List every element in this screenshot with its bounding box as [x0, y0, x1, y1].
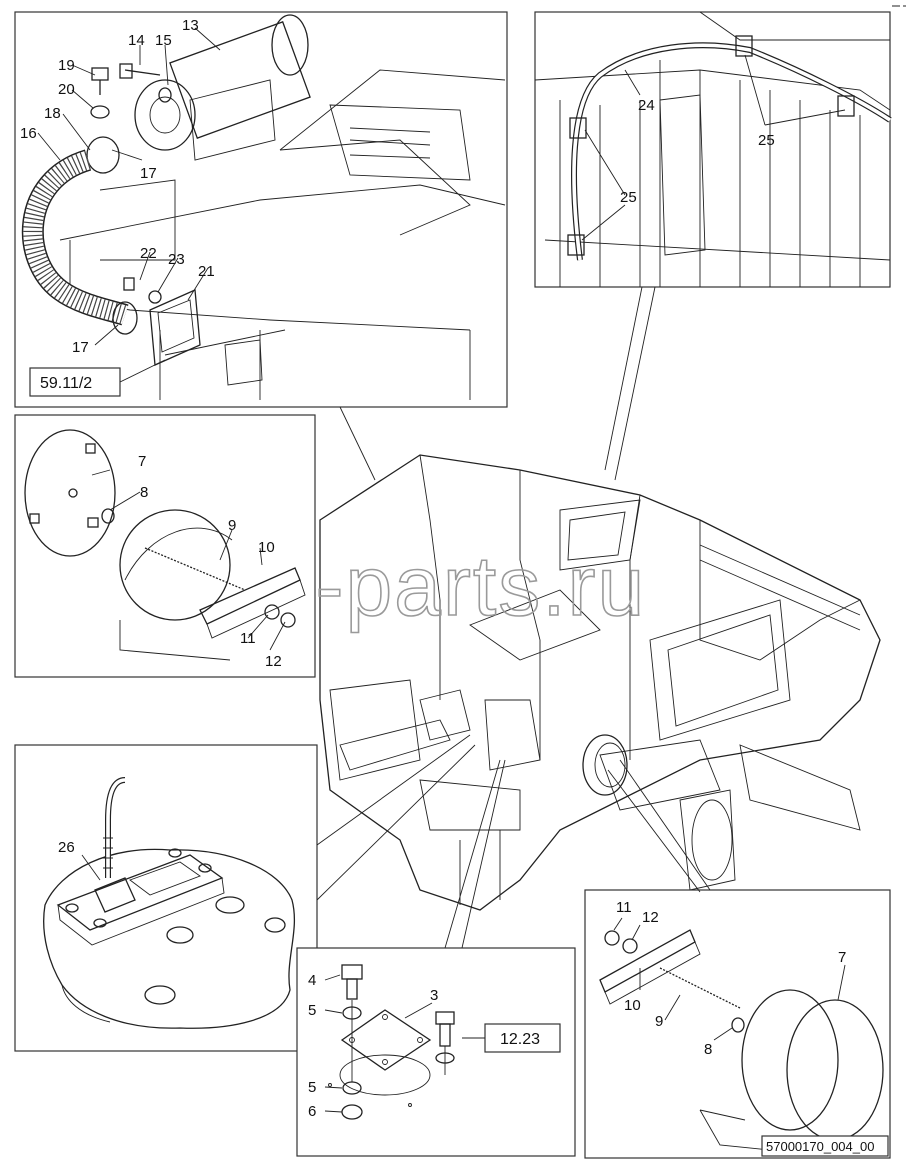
main-frame-assembly — [319, 454, 881, 911]
panel-mid-left: 7 8 9 10 11 12 — [14, 414, 316, 678]
callout-19: 19 — [58, 57, 75, 74]
callout-16: 16 — [20, 125, 37, 142]
drawing-code-box — [761, 1135, 889, 1157]
callout-9: 9 — [228, 517, 236, 534]
callout-7-right: 7 — [838, 949, 846, 966]
callout-25-left: 25 — [620, 189, 637, 206]
ref-box-12-23 — [484, 1023, 561, 1053]
callout-17-lower: 17 — [72, 339, 89, 356]
callout-25-right: 25 — [758, 132, 775, 149]
callout-20: 20 — [58, 81, 75, 98]
panel-bottom-center: 12.23 4 5 3 5 6 — [296, 947, 576, 1157]
callout-3: 3 — [430, 987, 438, 1004]
callout-12: 12 — [265, 653, 282, 670]
callout-22: 22 — [140, 245, 157, 262]
intake-hose — [21, 149, 129, 326]
drawing-code: 57000170_004_00 — [766, 1139, 874, 1154]
callout-9-right: 9 — [655, 1013, 663, 1030]
air-filter-housing — [134, 14, 311, 161]
callout-11-right: 11 — [616, 899, 632, 916]
callout-8-right: 8 — [704, 1041, 712, 1058]
panel-bottom-right: 11 12 7 10 9 8 57000170_004_00 — [584, 889, 891, 1159]
callout-10: 10 — [258, 539, 275, 556]
callout-7: 7 — [138, 453, 146, 470]
callout-10-right: 10 — [624, 997, 641, 1014]
callout-18: 18 — [44, 105, 61, 122]
ref-box-59-11-2 — [29, 367, 121, 397]
callout-6: 6 — [308, 1103, 316, 1120]
panel-top-left: 59.11/2 13 14 15 19 20 18 16 17 22 23 21… — [14, 11, 508, 408]
callout-17-upper: 17 — [140, 165, 157, 182]
callout-26: 26 — [58, 839, 75, 856]
callout-8: 8 — [140, 484, 148, 501]
callout-4: 4 — [308, 972, 316, 989]
panel-top-right: 24 25 25 — [534, 11, 892, 288]
callout-15: 15 — [155, 32, 172, 49]
callout-13: 13 — [182, 17, 199, 34]
svg-text:59.11/2: 59.11/2 — [40, 375, 92, 392]
callout-12-right: 12 — [642, 909, 659, 926]
callout-24: 24 — [638, 97, 655, 114]
callout-21: 21 — [198, 263, 215, 280]
callout-5-lower: 5 — [308, 1079, 316, 1096]
svg-text:12.23: 12.23 — [500, 1031, 540, 1048]
callout-5-upper: 5 — [308, 1002, 316, 1019]
callout-14: 14 — [128, 32, 145, 49]
callout-11: 11 — [240, 630, 256, 647]
callout-23: 23 — [168, 251, 185, 268]
panel-bottom-left: 26 — [14, 744, 318, 1052]
